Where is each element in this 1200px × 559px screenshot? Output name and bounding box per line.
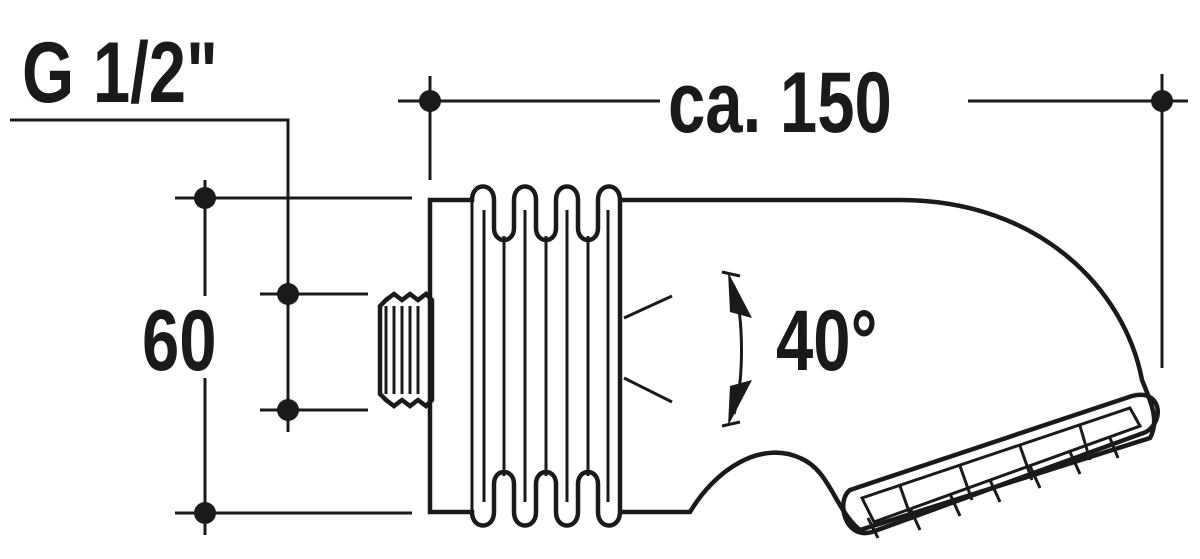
length-dim-dot-left <box>419 90 441 112</box>
height-dim-dot-bottom <box>194 502 216 524</box>
thread-leader-line <box>10 118 290 432</box>
height-dimension <box>175 180 412 535</box>
thread-dim-dot-top <box>277 283 299 305</box>
thread-dim-dot-bottom <box>277 399 299 421</box>
height-dim-dot-top <box>194 187 216 209</box>
length-dimension <box>398 74 1188 368</box>
angle-arrowhead-bottom <box>728 380 752 426</box>
thread-dimension <box>260 283 368 421</box>
tilt-angle-label: 40° <box>776 293 878 389</box>
angle-arrowhead-top <box>728 272 752 318</box>
angle-ref-line-upper <box>623 294 673 320</box>
shower-head-shell <box>620 197 1157 533</box>
overall-length-label: ca. 150 <box>668 55 892 151</box>
length-dim-dot-right <box>1151 90 1173 112</box>
threaded-connector <box>377 291 435 409</box>
angle-ref-line-lower <box>623 376 673 404</box>
angle-arrow-tick-bottom <box>721 420 741 428</box>
height-label: 60 <box>142 293 217 389</box>
angle-arrow <box>721 270 752 428</box>
spray-face <box>841 392 1161 539</box>
angle-arrow-tick-top <box>721 270 741 278</box>
thread-size-label: G 1/2" <box>22 25 218 121</box>
ribbed-body <box>427 184 623 528</box>
